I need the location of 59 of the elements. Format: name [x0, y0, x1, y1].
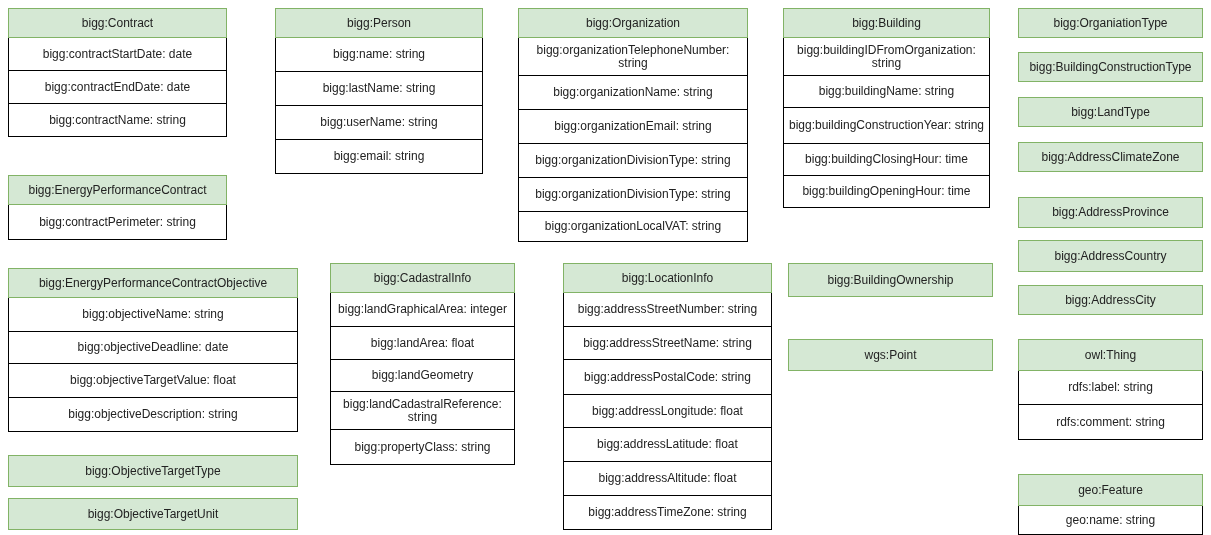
attribute-row: bigg:landArea: float — [330, 327, 515, 360]
class-header: bigg:ObjectiveTargetUnit — [8, 498, 298, 530]
attribute-row: bigg:addressLatitude: float — [563, 428, 772, 462]
attribute-row: bigg:objectiveDeadline: date — [8, 332, 298, 364]
attribute-row: bigg:landCadastralReference: string — [330, 392, 515, 430]
attribute-row: bigg:buildingConstructionYear: string — [783, 108, 990, 144]
class-header: bigg:Organization — [518, 8, 748, 38]
attribute-row: bigg:email: string — [275, 140, 483, 174]
class-header: bigg:AddressCity — [1018, 285, 1203, 315]
attribute-row: bigg:name: string — [275, 38, 483, 72]
class-header: bigg:BuildingOwnership — [788, 263, 993, 297]
class-header: bigg:EnergyPerformanceContract — [8, 175, 227, 205]
attribute-row: bigg:addressAltitude: float — [563, 462, 772, 496]
attribute-row: bigg:contractName: string — [8, 104, 227, 137]
attribute-row: bigg:buildingClosingHour: time — [783, 144, 990, 176]
class-header: bigg:AddressCountry — [1018, 240, 1203, 272]
class-header: bigg:EnergyPerformanceContractObjective — [8, 268, 298, 298]
attribute-row: bigg:userName: string — [275, 106, 483, 140]
attribute-row: bigg:contractStartDate: date — [8, 38, 227, 71]
attribute-row: bigg:buildingOpeningHour: time — [783, 176, 990, 208]
class-header: bigg:LocationInfo — [563, 263, 772, 293]
class-header: owl:Thing — [1018, 339, 1203, 371]
attribute-row: bigg:organizationEmail: string — [518, 110, 748, 144]
class-header: bigg:OrganiationType — [1018, 8, 1203, 38]
attribute-row: bigg:organizationDivisionType: string — [518, 144, 748, 178]
class-header: bigg:AddressClimateZone — [1018, 142, 1203, 172]
attribute-row: bigg:objectiveName: string — [8, 298, 298, 332]
attribute-row: bigg:buildingIDFromOrganization: string — [783, 38, 990, 76]
attribute-row: geo:name: string — [1018, 506, 1203, 535]
class-header: bigg:BuildingConstructionType — [1018, 52, 1203, 82]
attribute-row: bigg:organizationDivisionType: string — [518, 178, 748, 212]
attribute-row: bigg:addressPostalCode: string — [563, 360, 772, 395]
attribute-row: bigg:organizationLocalVAT: string — [518, 212, 748, 242]
attribute-row: bigg:organizationName: string — [518, 76, 748, 110]
class-header: bigg:Person — [275, 8, 483, 38]
attribute-row: bigg:addressTimeZone: string — [563, 496, 772, 530]
attribute-row: bigg:buildingName: string — [783, 76, 990, 108]
attribute-row: bigg:addressStreetNumber: string — [563, 293, 772, 327]
attribute-row: bigg:addressLongitude: float — [563, 395, 772, 428]
attribute-row: bigg:objectiveDescription: string — [8, 398, 298, 432]
class-header: bigg:Building — [783, 8, 990, 38]
attribute-row: bigg:contractEndDate: date — [8, 71, 227, 104]
attribute-row: bigg:landGraphicalArea: integer — [330, 293, 515, 327]
attribute-row: bigg:contractPerimeter: string — [8, 205, 227, 240]
class-header: geo:Feature — [1018, 474, 1203, 506]
attribute-row: bigg:lastName: string — [275, 72, 483, 106]
attribute-row: rdfs:comment: string — [1018, 405, 1203, 440]
attribute-row: rdfs:label: string — [1018, 371, 1203, 405]
class-header: wgs:Point — [788, 339, 993, 371]
class-header: bigg:LandType — [1018, 97, 1203, 127]
attribute-row: bigg:landGeometry — [330, 360, 515, 392]
class-header: bigg:CadastralInfo — [330, 263, 515, 293]
attribute-row: bigg:addressStreetName: string — [563, 327, 772, 360]
class-header: bigg:Contract — [8, 8, 227, 38]
attribute-row: bigg:organizationTelephoneNumber: string — [518, 38, 748, 76]
attribute-row: bigg:propertyClass: string — [330, 430, 515, 465]
class-header: bigg:AddressProvince — [1018, 197, 1203, 228]
class-header: bigg:ObjectiveTargetType — [8, 455, 298, 487]
attribute-row: bigg:objectiveTargetValue: float — [8, 364, 298, 398]
